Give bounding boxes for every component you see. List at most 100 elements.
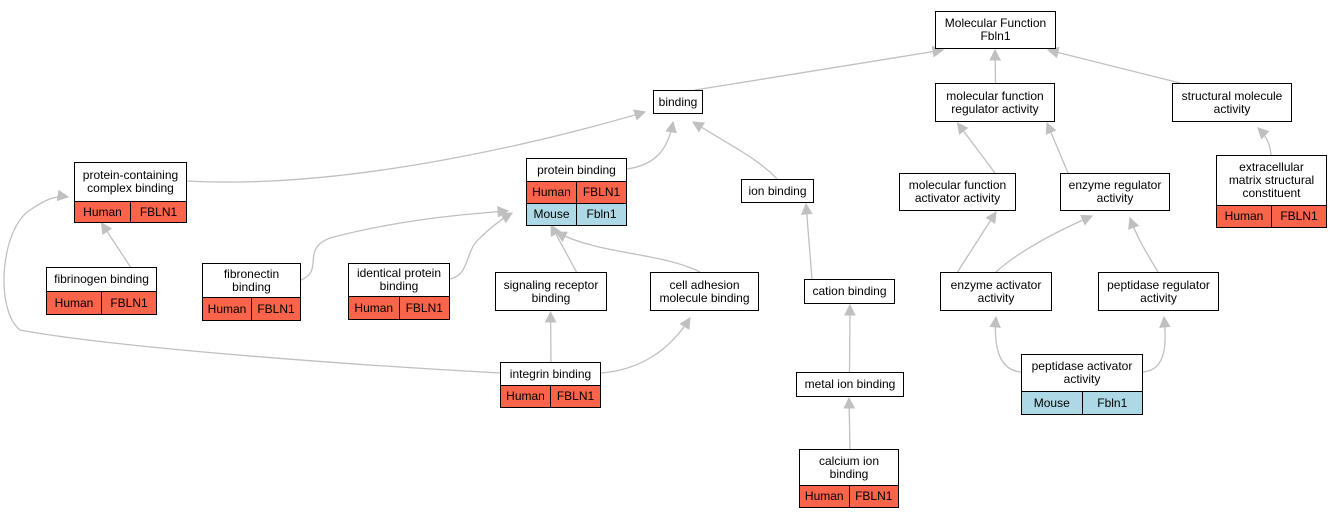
human-annotation-row: Human FBLN1 <box>501 385 600 407</box>
edge-eaa-to-mfaa <box>956 211 997 273</box>
species-cell: Mouse <box>533 207 570 221</box>
species-cell: Human <box>506 389 545 403</box>
node-srb[interactable]: signaling receptor binding <box>495 272 607 311</box>
mouse-annotation-row: Mouse Fbln1 <box>527 203 626 225</box>
node-label: binding <box>658 94 698 109</box>
edge-srb-to-pb <box>550 223 578 273</box>
edge-mib-to-cb <box>844 303 856 373</box>
edge-ipb-to-pb <box>449 212 514 280</box>
node-label: cation binding <box>812 284 887 298</box>
edge-mfra-to-root <box>989 48 1002 84</box>
species-cell: Human <box>207 301 247 316</box>
node-label: molecular function regulator activity <box>946 88 1044 116</box>
node-mfaa[interactable]: molecular function activator activity <box>899 173 1016 211</box>
human-annotation-row: Human FBLN1 <box>75 201 186 222</box>
node-mfra[interactable]: molecular function regulator activity <box>935 83 1055 122</box>
edge-fnb-to-pb <box>300 205 510 281</box>
gene-cell[interactable]: Fbln1 <box>1081 392 1143 414</box>
edge-era-to-mfra <box>1045 121 1069 174</box>
edge-camb-to-pb <box>554 231 701 273</box>
edge-ib-to-pccb <box>3 189 501 374</box>
edge-paa-to-pra <box>1142 315 1171 373</box>
node-label: enzyme activator activity <box>950 277 1042 305</box>
gene-cell[interactable]: FBLN1 <box>130 202 186 222</box>
edge-paa-to-eaa <box>989 315 1022 373</box>
node-label: molecular function activator activity <box>908 178 1007 205</box>
species-cell: Human <box>354 300 394 315</box>
edge-mfaa-to-mfra <box>956 122 996 174</box>
species-cell: Human <box>1224 209 1264 223</box>
edge-pb-to-binding <box>626 120 677 170</box>
gene-cell[interactable]: FBLN1 <box>101 292 156 314</box>
node-root[interactable]: Molecular Function Fbln1 <box>935 11 1056 49</box>
edge-emsc-to-sma <box>1257 127 1272 156</box>
human-annotation-row: Human FBLN1 <box>47 291 156 314</box>
node-label: metal ion binding <box>804 377 896 391</box>
species-cell: Human <box>804 489 844 503</box>
species-cell: Human <box>83 204 122 219</box>
mouse-annotation-row: Mouse Fbln1 <box>1022 391 1142 414</box>
node-eaa[interactable]: enzyme activator activity <box>940 272 1052 311</box>
node-label: peptidase regulator activity <box>1107 277 1210 305</box>
species-cell: Mouse <box>1033 395 1070 410</box>
node-label: cell adhesion molecule binding <box>659 277 750 305</box>
node-label: calcium ion binding <box>818 453 880 481</box>
node-sma[interactable]: structural molecule activity <box>1172 83 1292 122</box>
node-label: integrin binding <box>509 366 592 381</box>
gene-cell[interactable]: FBLN1 <box>251 298 300 320</box>
node-label: signaling receptor binding <box>503 277 599 305</box>
gene-cell[interactable]: Fbln1 <box>576 204 626 225</box>
node-label: identical protein binding <box>356 266 442 293</box>
edge-fibb-to-pccb <box>100 222 132 268</box>
node-mib[interactable]: metal ion binding <box>796 372 904 397</box>
node-binding[interactable]: binding <box>653 90 703 114</box>
edge-ib-to-srb <box>544 310 557 363</box>
node-camb[interactable]: cell adhesion molecule binding <box>650 272 759 311</box>
species-cell: Human <box>54 295 94 310</box>
node-label: Molecular Function Fbln1 <box>944 16 1047 43</box>
human-annotation-row: Human FBLN1 <box>800 485 898 507</box>
node-label: ion binding <box>748 183 807 198</box>
human-annotation-row: Human FBLN1 <box>1217 205 1326 227</box>
node-label: extracellular matrix structural constitu… <box>1228 160 1315 200</box>
node-cb[interactable]: cation binding <box>804 279 895 304</box>
node-label: fibrinogen binding <box>54 272 149 286</box>
gene-cell[interactable]: FBLN1 <box>1271 206 1326 227</box>
edge-eaa-to-era <box>995 214 1094 273</box>
edge-cib-to-mib <box>843 396 856 450</box>
edge-pra-to-era <box>1128 216 1159 273</box>
node-label: enzyme regulator activity <box>1068 178 1162 205</box>
edge-sma-to-root <box>1046 46 1181 84</box>
edge-ib-to-camb <box>600 317 691 374</box>
node-era[interactable]: enzyme regulator activity <box>1060 173 1170 211</box>
node-pra[interactable]: peptidase regulator activity <box>1098 272 1219 311</box>
edge-pccb-to-binding <box>186 109 647 183</box>
node-label: fibronectin binding <box>223 266 280 294</box>
gene-cell[interactable]: FBLN1 <box>398 297 450 319</box>
human-annotation-row: Human FBLN1 <box>527 181 626 203</box>
node-label: peptidase activator activity <box>1031 359 1133 386</box>
edge-cb-to-ionb <box>801 202 813 280</box>
gene-cell[interactable]: FBLN1 <box>848 486 899 507</box>
node-emsc[interactable]: extracellular matrix structural constitu… <box>1216 155 1327 228</box>
species-cell: Human <box>532 185 571 199</box>
node-label: protein-containing complex binding <box>82 168 179 195</box>
node-label: protein binding <box>537 162 616 177</box>
edge-binding-to-root <box>694 45 945 91</box>
gene-cell[interactable]: FBLN1 <box>576 182 626 203</box>
human-annotation-row: Human FBLN1 <box>349 296 449 319</box>
human-annotation-row: Human FBLN1 <box>203 297 300 320</box>
node-ionb[interactable]: ion binding <box>741 179 814 203</box>
node-label: structural molecule activity <box>1181 88 1283 116</box>
edge-ionb-to-binding <box>692 121 778 180</box>
gene-cell[interactable]: FBLN1 <box>550 386 600 407</box>
